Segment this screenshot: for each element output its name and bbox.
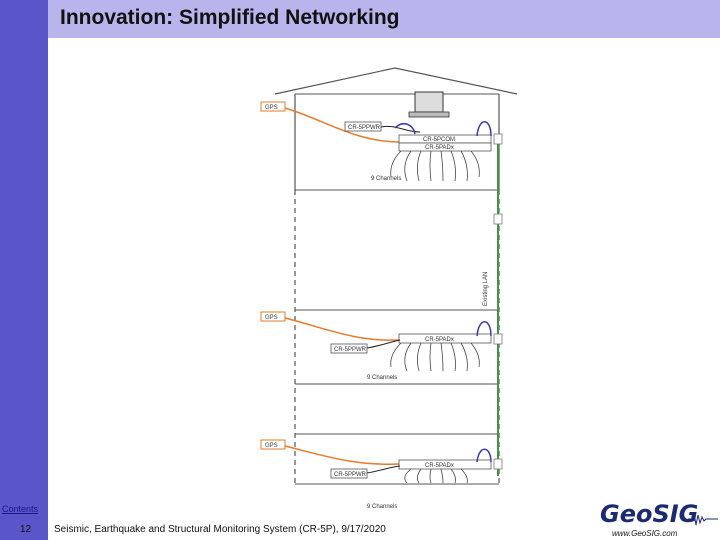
roof: [274, 67, 518, 95]
wire: [366, 465, 401, 474]
padx-label: CR-5PADx: [425, 337, 454, 343]
geosig-logo: GeoSIG: [600, 500, 699, 528]
lan-label: Existing LAN: [483, 272, 489, 306]
contents-link[interactable]: Contents: [2, 504, 39, 514]
blue-antenna-wire: [394, 123, 416, 135]
slide-title: Innovation: Simplified Networking: [60, 6, 400, 29]
padx-label: CR-5PADx: [425, 145, 454, 151]
title-bar: [48, 0, 720, 38]
gps-box: [260, 101, 286, 112]
seismic-wave-icon: [688, 512, 718, 526]
channels-label: 9 Channels: [367, 504, 397, 510]
blue-antenna-wire: [476, 448, 492, 463]
modem-label: CR-5PPWR: [348, 125, 381, 131]
blue-antenna-wire: [476, 321, 492, 337]
modem-box: [330, 468, 368, 479]
gps-label: GPS: [265, 315, 278, 321]
sensor-cables: [404, 468, 468, 484]
padx-box: [398, 333, 492, 344]
modem-label: CR-5PPWR: [334, 347, 367, 353]
gps-box: [260, 439, 286, 450]
gps-label: GPS: [265, 443, 278, 449]
gps-cable: [284, 445, 401, 466]
laptop-base: [408, 111, 450, 118]
padx-box: [398, 459, 492, 470]
gps-cable: [284, 107, 401, 143]
laptop-screen: [414, 91, 444, 113]
wire: [366, 339, 401, 349]
sensor-cables: [390, 150, 480, 182]
sidebar: [0, 0, 48, 540]
padx-label: CR-5PADx: [425, 463, 454, 469]
channels-label: 9 Channels: [367, 375, 397, 381]
modem-box: [330, 343, 368, 354]
sensor-cables: [390, 342, 480, 372]
gps-cable: [284, 317, 401, 341]
lan-node: [493, 458, 503, 470]
wire: [380, 125, 421, 133]
modem-label: CR-5PPWR: [334, 472, 367, 478]
blue-antenna-wire: [476, 121, 492, 137]
website-url[interactable]: www.GeoSIG.com: [612, 529, 678, 538]
lan-node: [493, 213, 503, 225]
gps-box: [260, 311, 286, 322]
gps-label: GPS: [265, 105, 278, 111]
pcom-label: CR-5PCOM: [423, 137, 455, 143]
network-diagram: Existing LAN GPS CR-5PPWR CR-5PCOM CR-5P…: [260, 67, 518, 510]
lan-node: [493, 133, 503, 145]
padx-box: [398, 142, 492, 152]
channels-label: 9 Channels: [371, 176, 401, 182]
footer-text: Seismic, Earthquake and Structural Monit…: [54, 524, 386, 535]
lan-node: [493, 333, 503, 345]
slide-number: 12: [20, 524, 32, 535]
